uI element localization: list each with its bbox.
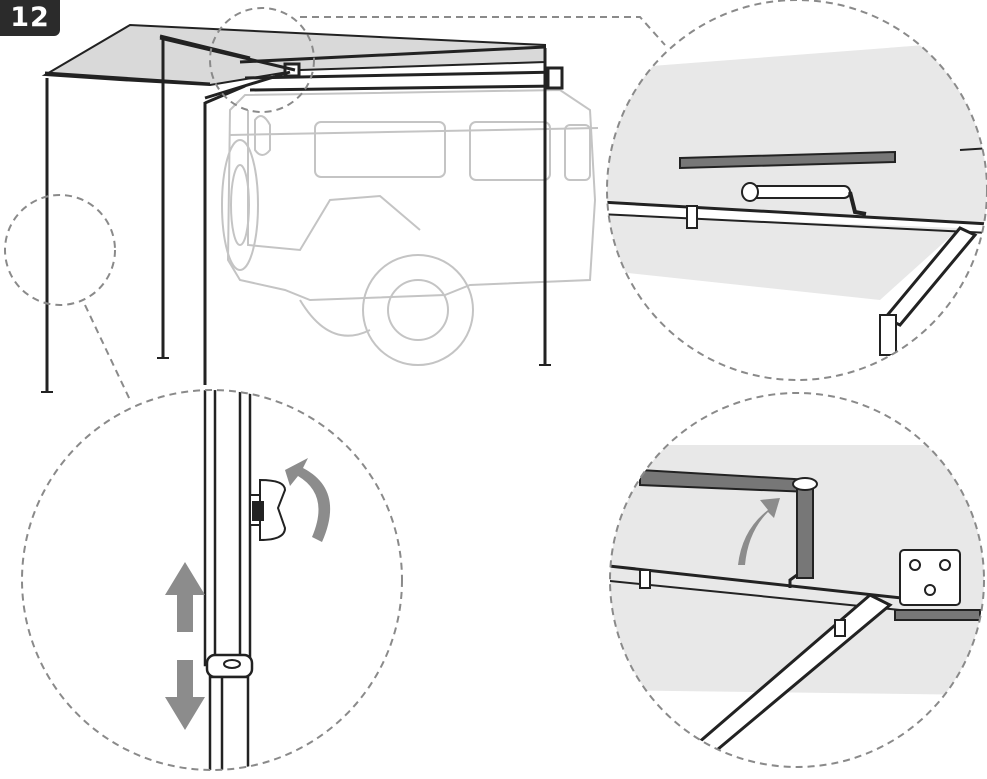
overview-callout-marker-leg (4, 194, 116, 306)
lift-strap-arrow-icon (738, 498, 780, 565)
callout-connectors (84, 16, 666, 401)
callout-top-right (606, 0, 987, 381)
spare-wheel (221, 139, 259, 271)
leg-outer-tube (203, 390, 252, 667)
overview-awning-on-vehicle (4, 7, 599, 393)
leg-lock-knob (249, 478, 287, 542)
vehicle-outline (221, 88, 599, 366)
strap-lifted (788, 477, 818, 588)
rotate-knob-arrow-icon (285, 458, 331, 542)
mounting-bracket (894, 549, 981, 621)
release-lever (741, 182, 867, 216)
strap-flat (679, 150, 896, 170)
rafter-arms (159, 34, 546, 105)
awning-legs (45, 40, 547, 392)
rear-wheel (362, 254, 474, 366)
overview-callout-marker-top (209, 7, 315, 113)
callout-left (21, 389, 403, 771)
step-number: 12 (10, 2, 50, 33)
leg-inner-tube (208, 675, 250, 770)
callout-bottom-right (609, 392, 985, 768)
adjust-height-arrows-icon (165, 562, 205, 730)
step-badge: 12 (0, 0, 60, 36)
